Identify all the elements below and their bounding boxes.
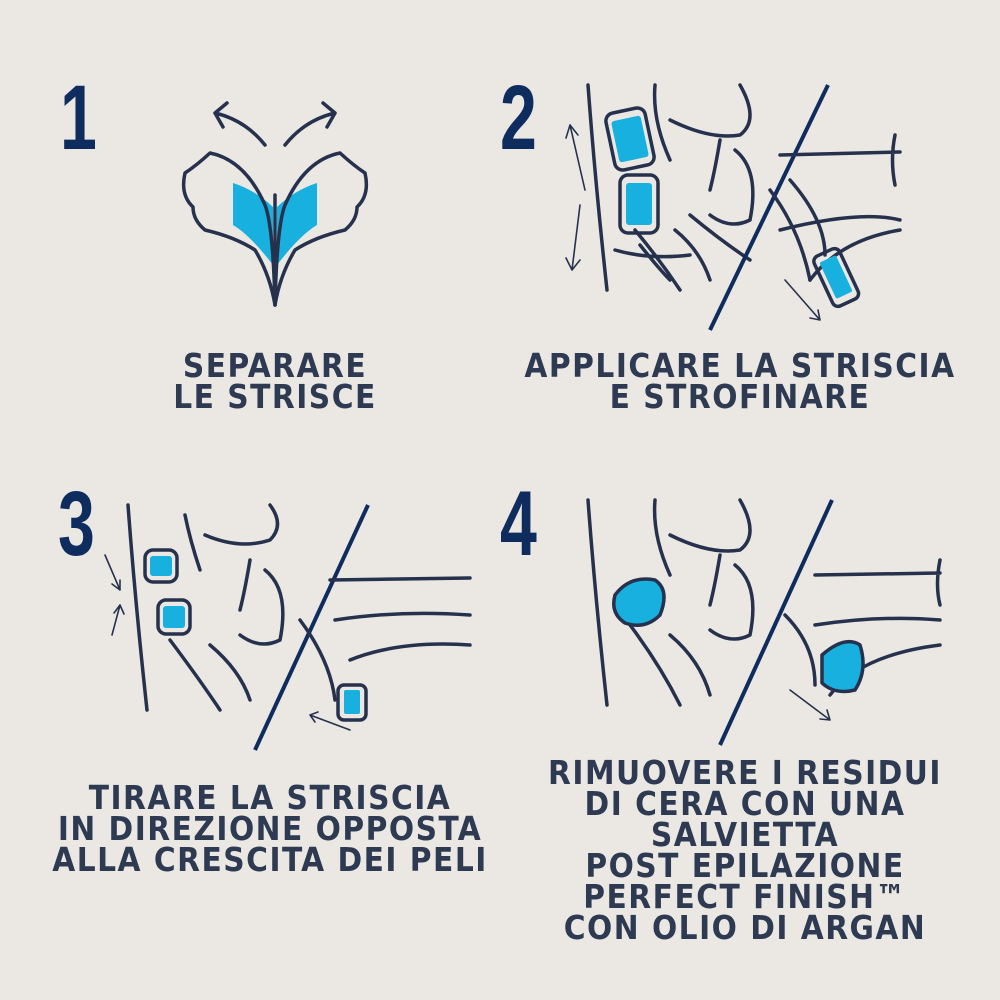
wipe-residue-illustration	[586, 498, 942, 746]
step-2-caption: APPLICARE LA STRISCIA E STROFINARE	[515, 346, 965, 416]
caption-line: SEPARARE	[182, 346, 368, 385]
step-3-number: 3	[58, 473, 95, 575]
caption-line: LE STRISCE	[173, 377, 377, 416]
caption-line: RIMUOVERE I RESIDUI	[548, 753, 942, 792]
caption-line: DI CERA CON UNA	[584, 784, 906, 823]
caption-line: IN DIREZIONE OPPOSTA	[57, 809, 483, 848]
caption-line: E STROFINARE	[609, 377, 871, 416]
caption-line: PERFECT FINISH™	[583, 877, 907, 916]
caption-line: CON OLIO DI ARGAN	[563, 908, 927, 947]
caption-line: POST EPILAZIONE	[585, 846, 905, 885]
step-4-number: 4	[500, 473, 537, 575]
pull-strip-illustration	[104, 503, 472, 751]
step-1-number: 1	[60, 67, 97, 169]
caption-line: APPLICARE LA STRISCIA	[524, 346, 956, 385]
step-4-caption: RIMUOVERE I RESIDUI DI CERA CON UNA SALV…	[515, 753, 975, 947]
separate-strips-icon	[181, 101, 369, 307]
caption-line: ALLA CRESCITA DEI PELI	[52, 840, 488, 879]
step-1-caption: SEPARARE LE STRISCE	[150, 346, 400, 416]
apply-strip-illustration	[565, 83, 902, 331]
caption-line: TIRARE LA STRISCIA	[88, 778, 452, 817]
caption-line: SALVIETTA	[650, 815, 840, 854]
step-3-caption: TIRARE LA STRISCIA IN DIREZIONE OPPOSTA …	[40, 778, 500, 879]
step-2-number: 2	[500, 67, 537, 169]
